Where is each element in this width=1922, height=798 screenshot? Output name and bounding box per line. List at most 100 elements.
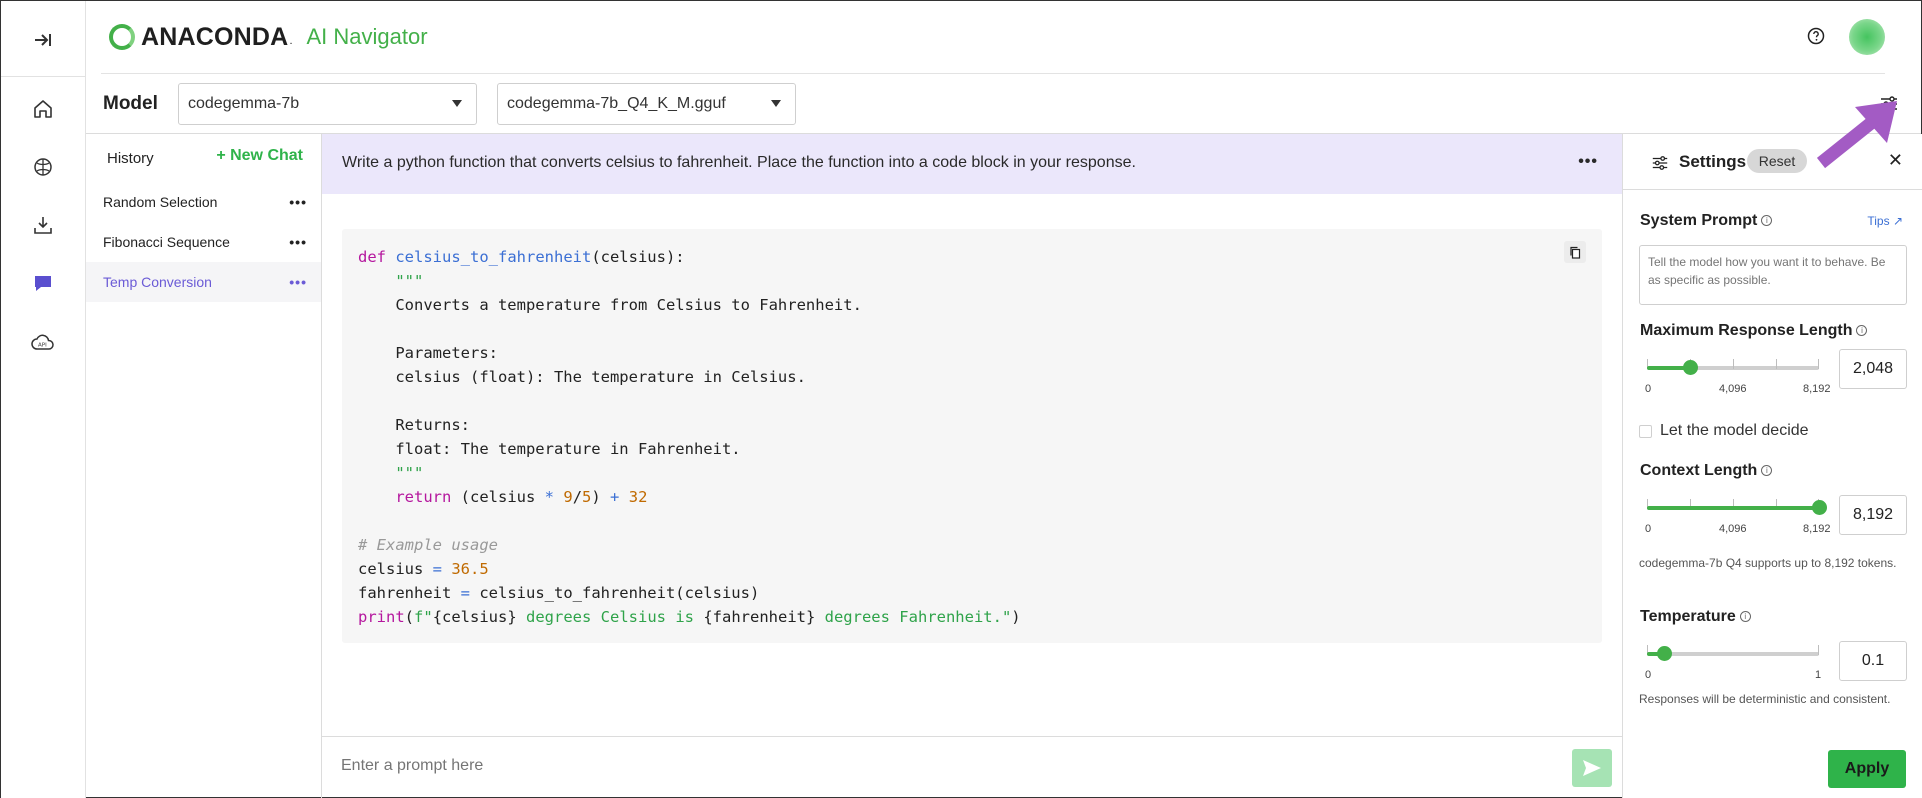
code-token: Returns: bbox=[395, 416, 470, 434]
slider-tick bbox=[1647, 359, 1648, 369]
send-button[interactable] bbox=[1572, 749, 1612, 787]
brand-logo[interactable]: ANACONDA . AI Navigator bbox=[109, 23, 428, 51]
copy-icon bbox=[1570, 246, 1581, 259]
max-response-value-input[interactable]: 2,048 bbox=[1839, 349, 1907, 389]
top-header: ANACONDA . AI Navigator bbox=[86, 1, 1921, 74]
code-token: 5 bbox=[582, 488, 592, 506]
header-divider bbox=[101, 73, 1885, 74]
models-brain-icon[interactable] bbox=[27, 151, 59, 183]
code-token: # Example usage bbox=[358, 536, 498, 554]
context-length-value-input[interactable]: 8,192 bbox=[1839, 495, 1907, 535]
code-token: ) bbox=[591, 488, 611, 506]
user-prompt-message: Write a python function that converts ce… bbox=[322, 134, 1622, 194]
code-token: celsius_to_fahrenheit(celsius) bbox=[470, 584, 760, 602]
slider-handle[interactable] bbox=[1683, 360, 1698, 375]
product-name: AI Navigator bbox=[306, 24, 428, 49]
code-token: degrees Fahrenheit." bbox=[815, 608, 1012, 626]
chat-icon[interactable] bbox=[27, 267, 59, 299]
let-model-decide-checkbox[interactable]: Let the model decide bbox=[1639, 422, 1809, 440]
info-icon[interactable]: i bbox=[1761, 215, 1773, 226]
prompt-input[interactable] bbox=[341, 757, 1521, 775]
model-file-select[interactable]: codegemma-7b_Q4_K_M.gguf bbox=[497, 83, 796, 125]
reset-button[interactable]: Reset bbox=[1747, 149, 1807, 173]
api-cloud-icon[interactable]: API bbox=[27, 326, 59, 358]
history-title: History bbox=[107, 150, 154, 167]
code-token: """ bbox=[395, 272, 424, 290]
slider-tick bbox=[1733, 359, 1734, 369]
brand-wordmark: ANACONDA bbox=[141, 22, 289, 51]
annotation-arrow-icon bbox=[1816, 101, 1897, 169]
more-options-icon[interactable]: ••• bbox=[289, 234, 307, 250]
code-token: ( bbox=[404, 608, 415, 626]
slider-mid-label: 4,096 bbox=[1719, 523, 1747, 535]
code-token: / bbox=[572, 488, 583, 506]
slider-max-label: 8,192 bbox=[1803, 383, 1831, 395]
slider-tick bbox=[1647, 499, 1648, 509]
svg-text:API: API bbox=[38, 343, 47, 349]
history-item[interactable]: Random Selection ••• bbox=[86, 182, 321, 222]
history-item-label: Fibonacci Sequence bbox=[103, 234, 230, 250]
copy-code-button[interactable] bbox=[1564, 241, 1586, 263]
history-item[interactable]: Fibonacci Sequence ••• bbox=[86, 222, 321, 262]
new-chat-button[interactable]: + New Chat bbox=[216, 147, 303, 164]
history-header: History + New Chat bbox=[86, 134, 321, 182]
more-options-icon[interactable]: ••• bbox=[289, 194, 307, 210]
help-icon[interactable] bbox=[1807, 27, 1825, 45]
history-item-active[interactable]: Temp Conversion ••• bbox=[86, 262, 321, 302]
code-token: = bbox=[432, 560, 442, 578]
code-token: (celsius bbox=[451, 488, 545, 506]
code-token: def bbox=[358, 248, 386, 266]
slider-tick bbox=[1647, 645, 1648, 655]
info-icon[interactable]: i bbox=[1761, 465, 1773, 476]
code-token: 9 bbox=[563, 488, 573, 506]
temperature-value-input[interactable]: 0.1 bbox=[1839, 641, 1907, 681]
code-token: {fahrenheit} bbox=[703, 608, 816, 626]
info-icon[interactable]: i bbox=[1856, 325, 1868, 336]
user-avatar[interactable] bbox=[1849, 19, 1885, 55]
slider-tick bbox=[1733, 499, 1734, 509]
code-token: Converts a temperature from Celsius to F… bbox=[395, 296, 862, 314]
apply-button[interactable]: Apply bbox=[1828, 750, 1906, 788]
code-token: """ bbox=[395, 464, 424, 482]
caret-down-icon bbox=[452, 100, 462, 107]
download-icon[interactable] bbox=[27, 209, 59, 241]
tips-link[interactable]: Tips ↗ bbox=[1867, 214, 1903, 228]
external-link-icon: ↗ bbox=[1892, 214, 1903, 228]
code-token: float: The temperature in Fahrenheit. bbox=[395, 440, 741, 458]
code-token: 32 bbox=[628, 488, 648, 506]
expand-sidebar-icon[interactable] bbox=[27, 24, 59, 56]
settings-sliders-icon bbox=[1651, 154, 1669, 172]
more-options-icon[interactable]: ••• bbox=[289, 274, 307, 290]
slider-min-label: 0 bbox=[1645, 383, 1652, 395]
system-prompt-input[interactable] bbox=[1639, 245, 1907, 305]
model-label: Model bbox=[103, 93, 158, 114]
code-token: fahrenheit bbox=[358, 584, 461, 602]
model-select[interactable]: codegemma-7b bbox=[178, 83, 477, 125]
more-options-icon[interactable]: ••• bbox=[1578, 153, 1598, 170]
model-bar: Model codegemma-7b codegemma-7b_Q4_K_M.g… bbox=[86, 74, 1921, 134]
temperature-slider[interactable] bbox=[1647, 645, 1819, 661]
max-response-label-text: Maximum Response Length bbox=[1640, 322, 1853, 339]
context-length-slider[interactable] bbox=[1647, 499, 1827, 515]
caret-down-icon bbox=[771, 100, 781, 107]
info-icon[interactable]: i bbox=[1739, 611, 1751, 622]
history-item-label: Temp Conversion bbox=[103, 274, 212, 290]
brand-dot: . bbox=[289, 35, 293, 47]
settings-title: Settings bbox=[1679, 152, 1747, 171]
slider-tick bbox=[1818, 359, 1819, 369]
code-token: 36.5 bbox=[451, 560, 489, 578]
slider-max-label: 1 bbox=[1815, 669, 1822, 681]
code-token: + bbox=[610, 488, 620, 506]
close-icon[interactable]: ✕ bbox=[1887, 150, 1903, 170]
slider-fill bbox=[1647, 506, 1819, 510]
model-file-select-value: codegemma-7b_Q4_K_M.gguf bbox=[507, 95, 726, 112]
slider-handle[interactable] bbox=[1812, 500, 1827, 515]
max-response-slider[interactable] bbox=[1647, 359, 1819, 375]
checkbox-box[interactable] bbox=[1639, 424, 1652, 438]
slider-tick bbox=[1690, 499, 1691, 509]
slider-handle[interactable] bbox=[1657, 646, 1672, 661]
home-icon[interactable] bbox=[27, 93, 59, 125]
slider-min-label: 0 bbox=[1645, 669, 1652, 681]
